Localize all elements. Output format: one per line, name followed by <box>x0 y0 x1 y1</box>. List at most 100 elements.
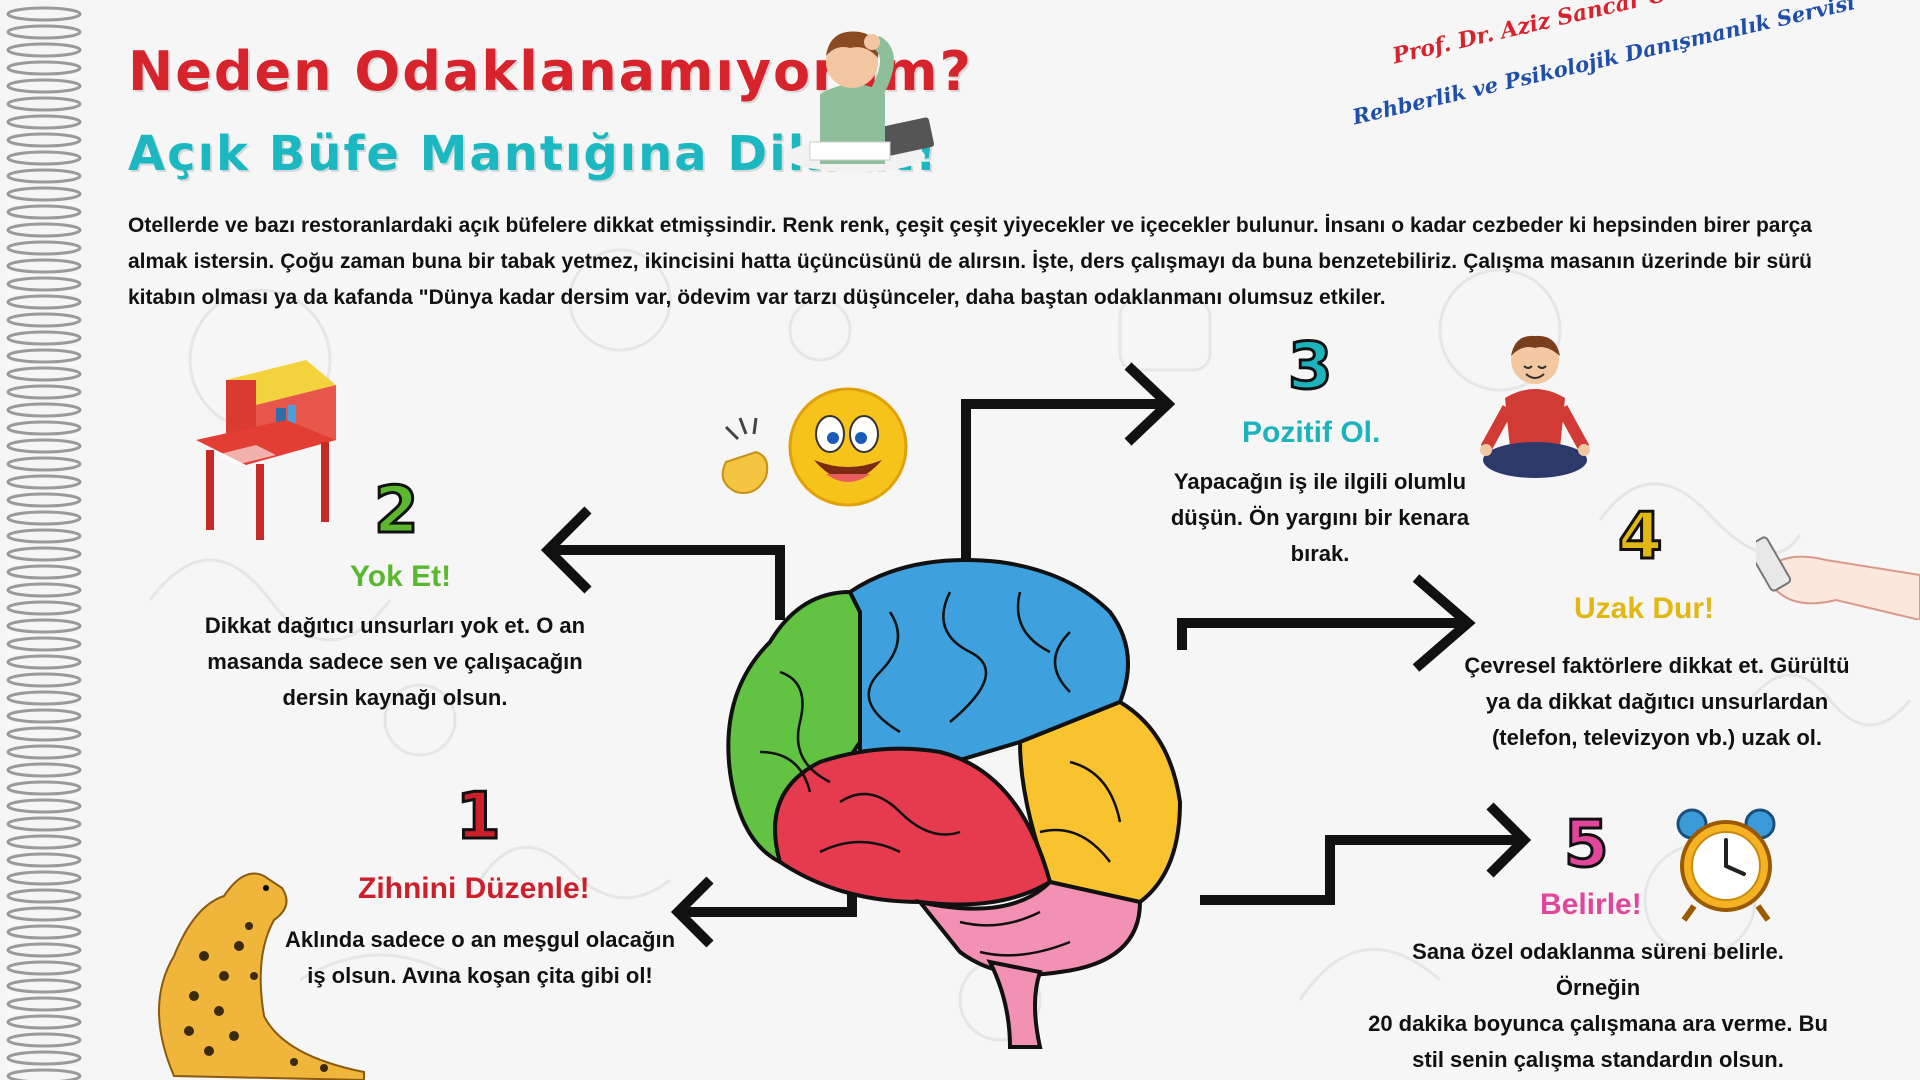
spiral-ring <box>6 366 82 382</box>
spiral-ring <box>6 438 82 454</box>
spiral-ring <box>6 42 82 58</box>
intro-paragraph: Otellerde ve bazı restoranlardaki açık b… <box>128 214 1812 309</box>
spiral-ring <box>6 708 82 724</box>
spiral-ring <box>6 924 82 940</box>
spiral-ring <box>6 1068 82 1080</box>
spiral-ring <box>6 60 82 76</box>
spiral-ring <box>6 744 82 760</box>
step-4-text-line: (telefon, televizyon vb.) uzak ol. <box>1491 725 1823 750</box>
arrow-to-step-4 <box>1177 618 1468 650</box>
spiral-ring <box>6 1050 82 1066</box>
spiral-ring <box>6 942 82 958</box>
spiral-ring <box>6 348 82 364</box>
spiral-ring <box>6 474 82 490</box>
spiral-ring <box>6 960 82 976</box>
step-2-text-line: dersin kaynağı olsun. <box>282 685 508 710</box>
spiral-ring <box>6 906 82 922</box>
thinking-boy-icon <box>785 31 934 172</box>
spiral-ring <box>6 456 82 472</box>
step-3-number: 3 <box>1287 329 1335 406</box>
spiral-ring <box>6 798 82 814</box>
step-5-text: Sana özel odaklanma süreni belirle. Örne… <box>1368 934 1828 1078</box>
spiral-ring <box>6 870 82 886</box>
cheetah-icon <box>158 872 365 1080</box>
spiral-ring <box>6 618 82 634</box>
step-2-title: Yok Et! <box>350 560 452 593</box>
spiral-ring <box>6 852 82 868</box>
desk-icon <box>196 360 336 540</box>
spiral-ring <box>6 528 82 544</box>
spiral-ring <box>6 1014 82 1030</box>
step-1-text-line: iş olsun. Avına koşan çita gibi ol! <box>307 963 653 988</box>
step-5-number: 5 <box>1563 807 1611 884</box>
spiral-ring <box>6 780 82 796</box>
spiral-ring <box>6 240 82 256</box>
step-5-text-line: stil senin çalışma standardın olsun. <box>1412 1047 1784 1072</box>
step-1-number: 1 <box>455 779 503 856</box>
step-4-text-line: ya da dikkat dağıtıcı unsurlardan <box>1485 689 1829 714</box>
spiral-ring <box>6 24 82 40</box>
spiral-ring <box>6 6 82 22</box>
step-1-title: Zihnini Düzenle! <box>358 872 590 905</box>
arrow-head-step-4 <box>1412 574 1476 672</box>
spiral-ring <box>6 168 82 184</box>
spiral-ring <box>6 654 82 670</box>
spiral-ring <box>6 204 82 220</box>
spiral-ring <box>6 600 82 616</box>
arrow-head-step-3 <box>1124 362 1176 446</box>
step-2-text-line: masanda sadece sen ve çalışacağın <box>207 649 583 674</box>
spiral-ring <box>6 258 82 274</box>
spiral-ring <box>6 510 82 526</box>
spiral-ring <box>6 546 82 562</box>
spiral-ring <box>6 816 82 832</box>
arrow-head-step-2 <box>540 506 592 594</box>
spiral-ring <box>6 114 82 130</box>
smiley-icon <box>721 387 908 507</box>
arrow-to-step-3 <box>961 399 1168 570</box>
step-3-text-line: düşün. Ön yargını bir kenara <box>1170 505 1470 530</box>
spiral-ring <box>6 276 82 292</box>
step-4-text-line: Çevresel faktörlere dikkat et. Gürültü <box>1464 653 1850 678</box>
spiral-ring <box>6 996 82 1012</box>
arrow-head-step-5 <box>1486 802 1532 878</box>
spiral-ring <box>6 582 82 598</box>
spiral-ring <box>6 690 82 706</box>
arrow-to-step-5 <box>1200 835 1524 905</box>
step-4-text: Çevresel faktörlere dikkat et. Gürültü y… <box>1462 648 1852 756</box>
step-3-text-line: Yapacağın iş ile ilgili olumlu <box>1173 469 1467 494</box>
spiral-ring <box>6 330 82 346</box>
step-3-title: Pozitif Ol. <box>1242 416 1381 449</box>
spiral-ring <box>6 294 82 310</box>
step-4-number: 4 <box>1617 499 1665 576</box>
spiral-ring <box>6 726 82 742</box>
step-3-text: Yapacağın iş ile ilgili olumlu düşün. Ön… <box>1150 464 1490 572</box>
step-1-text: Aklında sadece o an meşgul olacağın iş o… <box>280 922 680 994</box>
spiral-ring <box>6 1032 82 1048</box>
step-2-text-line: Dikkat dağıtıcı unsurları yok et. O an <box>204 613 586 638</box>
spiral-ring <box>6 150 82 166</box>
step-5-text-line: Sana özel odaklanma süreni belirle. Örne… <box>1412 939 1784 1000</box>
spiral-ring <box>6 186 82 202</box>
step-4-title: Uzak Dur! <box>1574 592 1715 625</box>
spiral-ring <box>6 78 82 94</box>
spiral-ring <box>6 834 82 850</box>
step-2-text: Dikkat dağıtıcı unsurları yok et. O an m… <box>195 608 595 716</box>
arrow-to-step-2 <box>548 545 785 620</box>
spiral-ring <box>6 402 82 418</box>
step-5-title: Belirle! <box>1540 888 1642 921</box>
notebook-spiral: /* placeholder */ <box>6 6 82 1080</box>
step-5-text-line: 20 dakika boyunca çalışmana ara verme. B… <box>1368 1011 1828 1036</box>
arrow-head-step-1 <box>670 876 714 948</box>
spiral-ring <box>6 222 82 238</box>
step-3-text-line: bırak. <box>1290 541 1350 566</box>
alarm-clock-icon <box>1676 808 1776 922</box>
step-2-number: 2 <box>373 473 421 550</box>
hand-phone-icon <box>1756 536 1920 620</box>
spiral-ring <box>6 636 82 652</box>
spiral-ring <box>6 96 82 112</box>
spiral-ring <box>6 672 82 688</box>
step-1-text-line: Aklında sadece o an meşgul olacağın <box>284 927 676 952</box>
spiral-ring <box>6 564 82 580</box>
